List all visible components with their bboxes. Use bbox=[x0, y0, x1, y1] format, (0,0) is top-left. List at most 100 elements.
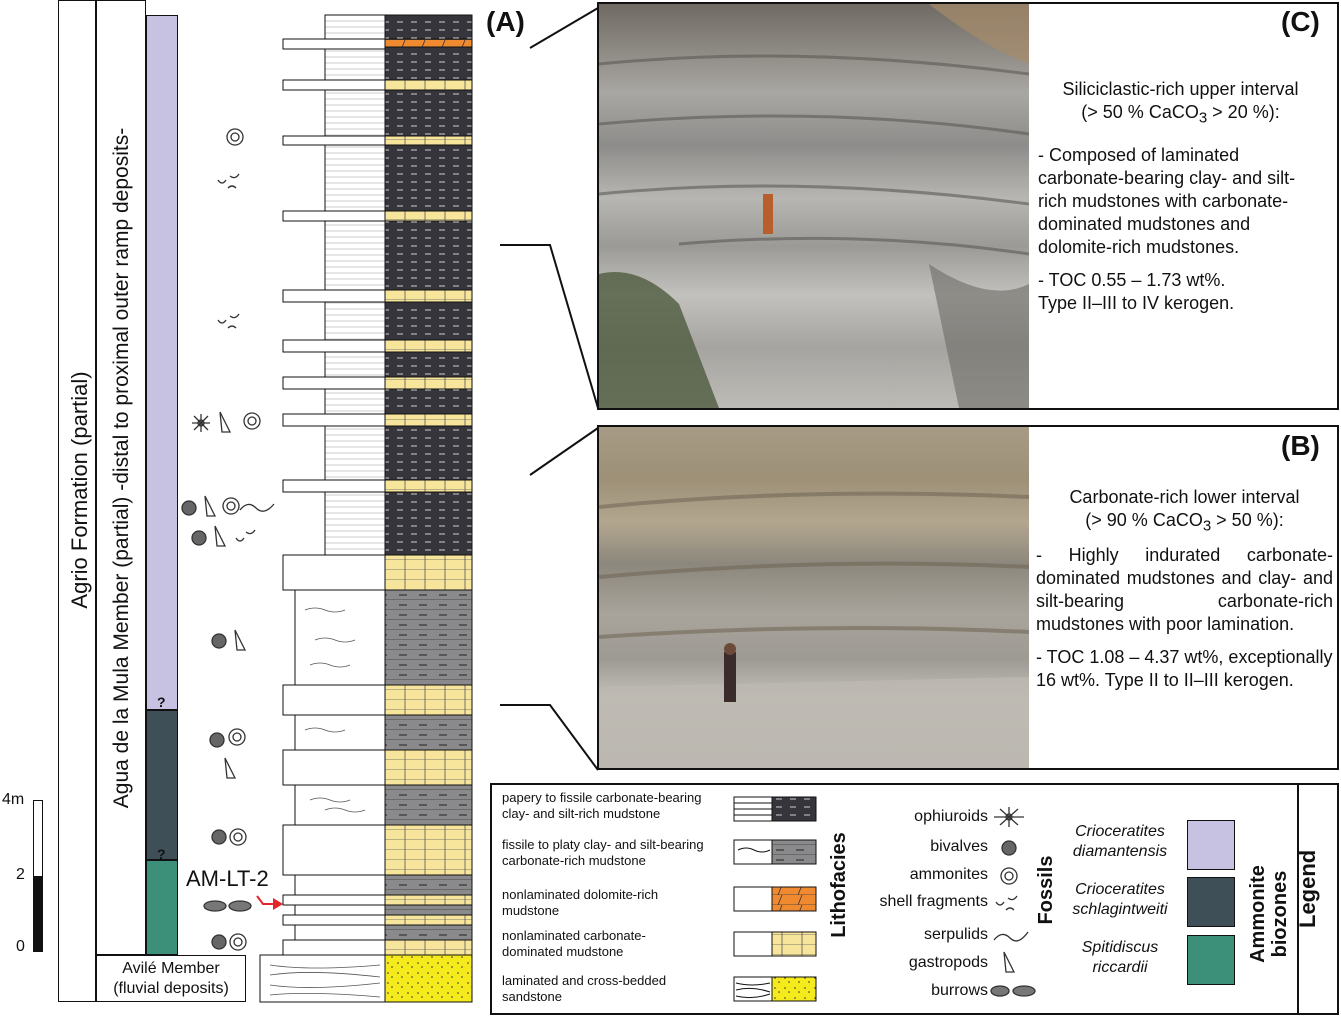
panel-c-subtitle-post: > 20 %): bbox=[1207, 102, 1280, 122]
lithofacies-text-1: papery to fissile carbonate-bearing clay… bbox=[502, 790, 701, 822]
fossil-label-ophiuroids: ophiuroids bbox=[914, 808, 988, 825]
lithofacies-text-5: laminated and cross-bedded sandstone bbox=[502, 973, 666, 1005]
shell-fragments-icon bbox=[995, 895, 1018, 911]
panel-b-photo bbox=[599, 427, 1029, 768]
panel-c-description: Siliciclastic-rich upper interval (> 50 … bbox=[1038, 78, 1323, 315]
lithofacies-5-line1: laminated and cross-bedded bbox=[502, 973, 667, 988]
ophiuroids-icon bbox=[994, 807, 1024, 827]
panel-c-bullet-toc: - TOC 0.55 – 1.73 wt%. bbox=[1038, 269, 1226, 290]
bivalves-icon bbox=[181, 500, 197, 516]
panel-c-subtitle-pre: (> 50 % CaCO bbox=[1081, 102, 1199, 122]
gastropods-icon bbox=[219, 411, 232, 433]
biozone-1-line2: diamantensis bbox=[1072, 843, 1168, 860]
panel-b-subtitle-sub: 3 bbox=[1202, 517, 1212, 535]
panel-c-label: (C) bbox=[1281, 6, 1320, 37]
biozone-diamantensis-bar bbox=[146, 15, 178, 710]
biozone-schlagintweiti-bar bbox=[146, 710, 178, 860]
biozone-swatch-diamantensis bbox=[1187, 820, 1235, 870]
biozone-label-riccardii: Spitidiscus riccardii bbox=[1060, 938, 1180, 978]
fossil-icons-column bbox=[181, 128, 275, 951]
biozone-swatch-riccardii bbox=[1187, 935, 1235, 985]
lithofacies-swatches bbox=[733, 796, 817, 1002]
panel-b-description: Carbonate-rich lower interval (> 90 % Ca… bbox=[1036, 486, 1333, 692]
panel-c-title: Siliciclastic-rich upper interval bbox=[1062, 79, 1299, 99]
formation-column bbox=[58, 0, 96, 1002]
panel-b-title: Carbonate-rich lower interval bbox=[1069, 487, 1300, 507]
ammonite-icon bbox=[229, 828, 247, 846]
formation-label: Agrio Formation (partial) bbox=[67, 371, 92, 609]
gastropods-icon bbox=[204, 495, 217, 517]
serpulids-icon bbox=[993, 931, 1029, 942]
scale-tick-0: 0 bbox=[16, 938, 25, 955]
bivalves-icon bbox=[211, 633, 227, 649]
panel-b-subtitle: (> 90 % CaCO3 > 50 %): bbox=[1036, 509, 1333, 538]
ammonite-title-line2: biozones bbox=[1269, 870, 1291, 958]
panel-c-subtitle-sub: 3 bbox=[1198, 109, 1208, 127]
question-mark-lower: ? bbox=[157, 846, 166, 862]
ammonite-icon bbox=[222, 497, 240, 515]
fossils-title: Fossils bbox=[1035, 855, 1057, 925]
ammonite-icon bbox=[229, 933, 247, 951]
ammonite-biozones-title: Ammonite biozones bbox=[1247, 854, 1295, 974]
gastropods-icon bbox=[234, 629, 247, 651]
panel-b-subtitle-pre: (> 90 % CaCO bbox=[1085, 510, 1203, 530]
panel-a-label: (A) bbox=[486, 6, 525, 37]
legend-title: Legend bbox=[1295, 849, 1320, 928]
avile-member-sublabel: (fluvial deposits) bbox=[113, 980, 229, 997]
bivalves-icon bbox=[1001, 840, 1017, 856]
ammonite-icon bbox=[1000, 867, 1018, 885]
fossil-label-burrows: burrows bbox=[931, 982, 988, 999]
bivalves-icon bbox=[211, 934, 227, 950]
biozone-label-diamantensis: Crioceratites diamantensis bbox=[1060, 822, 1180, 862]
lithofacies-4-line2: dominated mudstone bbox=[502, 944, 624, 959]
panel-c-photo bbox=[599, 4, 1029, 408]
bivalves-icon bbox=[209, 732, 225, 748]
lithofacies-text-2: fissile to platy clay- and silt-bearing … bbox=[502, 837, 704, 869]
lithofacies-1-line2: clay- and silt-rich mudstone bbox=[502, 806, 661, 821]
panel-c-subtitle: (> 50 % CaCO3 > 20 %): bbox=[1038, 101, 1323, 130]
ammonite-icon bbox=[228, 728, 246, 746]
fossil-legend-icons bbox=[990, 807, 1036, 997]
biozone-2-line2: schlagintweiti bbox=[1072, 901, 1168, 918]
panel-b-subtitle-post: > 50 %): bbox=[1211, 510, 1284, 530]
fossil-label-bivalves: bivalves bbox=[930, 838, 988, 855]
biozone-2-line1: Crioceratites bbox=[1075, 881, 1165, 898]
ophiuroids-icon bbox=[192, 414, 210, 432]
burrows-icon bbox=[990, 985, 1036, 997]
lithofacies-2-line1: fissile to platy clay- and silt-bearing bbox=[502, 837, 704, 852]
panel-b-bullet-toc: - TOC 1.08 – 4.37 wt%, exceptionally 16 … bbox=[1036, 646, 1333, 690]
lithofacies-5-line2: sandstone bbox=[502, 989, 562, 1004]
lithofacies-text-3: nonlaminated dolomite-rich mudstone bbox=[502, 887, 658, 919]
fossil-label-serpulids: serpulids bbox=[923, 926, 988, 943]
lithofacies-1-line1: papery to fissile carbonate-bearing bbox=[502, 790, 702, 805]
connector-lines bbox=[500, 7, 599, 771]
scale-tick-2: 2 bbox=[16, 866, 25, 883]
lithofacies-3-line2: mudstone bbox=[502, 903, 560, 918]
avile-member-label: Avilé Member bbox=[122, 960, 220, 977]
scale-bar bbox=[33, 800, 43, 952]
bivalves-icon bbox=[191, 530, 207, 546]
biozone-swatch-schlagintweiti bbox=[1187, 877, 1235, 927]
fossil-label-shell-fragments: shell fragments bbox=[879, 893, 989, 910]
scale-tick-4m: 4m bbox=[2, 791, 25, 808]
lithofacies-2-line2: carbonate-rich mudstone bbox=[502, 853, 646, 868]
shell-fragments-icon bbox=[217, 173, 240, 189]
bivalves-icon bbox=[211, 829, 227, 845]
sample-label: AM-LT-2 bbox=[186, 866, 269, 891]
gastropods-icon bbox=[214, 525, 227, 547]
member-column bbox=[96, 0, 146, 955]
biozone-label-schlagintweiti: Crioceratites schlagintweiti bbox=[1060, 880, 1180, 920]
stratigraphic-column bbox=[259, 14, 473, 1003]
fossil-label-ammonites: ammonites bbox=[909, 866, 988, 883]
shell-fragments-icon bbox=[235, 529, 256, 542]
legend-divider bbox=[1297, 783, 1299, 1015]
gastropods-icon bbox=[1003, 951, 1016, 973]
gastropods-icon bbox=[224, 757, 237, 779]
member-label: Agua de la Mula Member (partial) -distal… bbox=[110, 127, 133, 809]
biozone-3-line2: riccardii bbox=[1092, 959, 1148, 976]
lithofacies-3-line1: nonlaminated dolomite-rich bbox=[502, 887, 659, 902]
biozone-1-line1: Crioceratites bbox=[1075, 823, 1165, 840]
question-mark-upper: ? bbox=[157, 694, 166, 710]
sample-arrow-icon bbox=[256, 895, 283, 910]
panel-b-label: (B) bbox=[1281, 430, 1320, 461]
